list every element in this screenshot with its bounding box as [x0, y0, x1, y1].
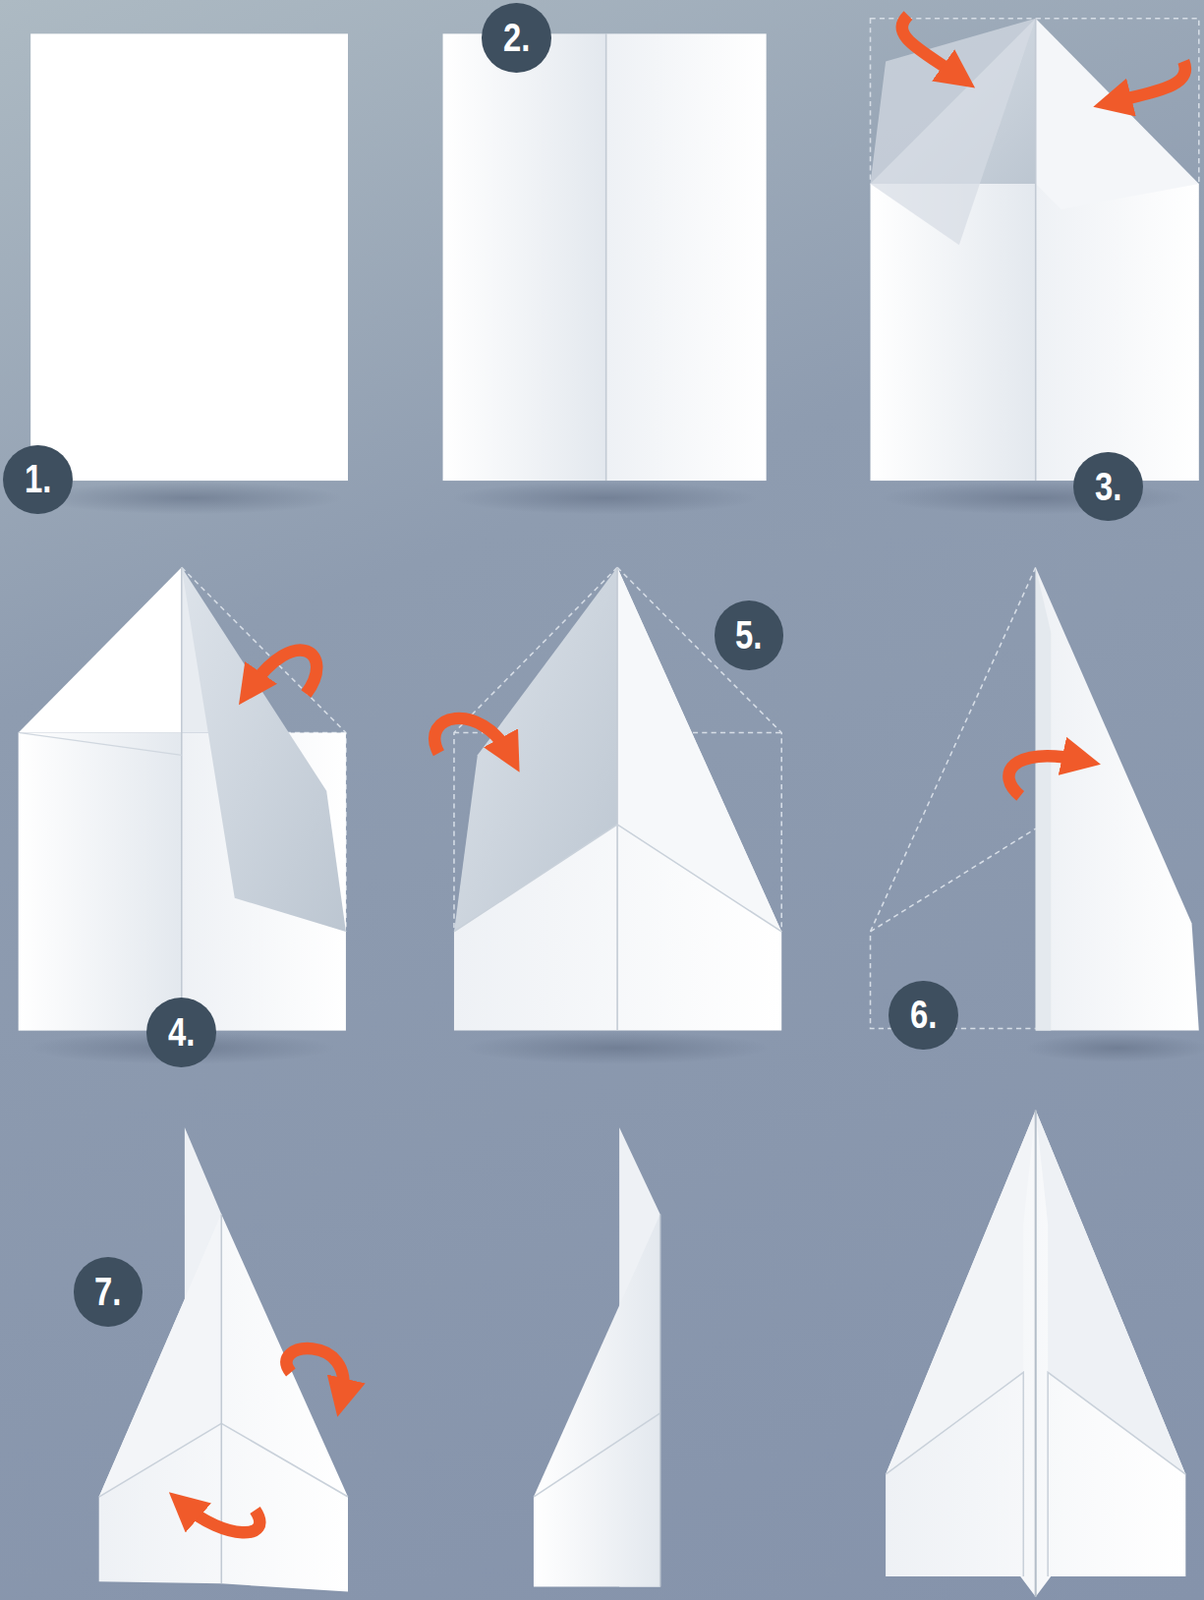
wing-fold — [533, 1127, 661, 1587]
sheet-folded — [443, 33, 767, 481]
step-number: 3. — [1094, 464, 1122, 510]
paper-airplane — [885, 1110, 1186, 1598]
step-badge: 1. — [2, 445, 73, 516]
shadows — [28, 481, 1204, 1065]
step-badge: 6. — [888, 980, 959, 1051]
sheet — [30, 33, 348, 481]
half-fold — [870, 567, 1200, 1031]
step-badge: 3. — [1073, 452, 1144, 522]
step-badge: 7. — [73, 1257, 144, 1327]
step-number: 7. — [94, 1269, 121, 1315]
step-badge: 5. — [714, 600, 785, 671]
step-number: 5. — [735, 613, 762, 658]
edge-fold — [18, 567, 346, 1031]
step-number: 4. — [168, 1010, 195, 1055]
step-badge: 2. — [481, 2, 552, 73]
step-number: 1. — [24, 457, 52, 502]
wing-fold — [99, 1127, 348, 1592]
corner-fold — [870, 15, 1200, 481]
step-number: 2. — [503, 15, 530, 60]
step-number: 6. — [910, 992, 937, 1037]
step-badge: 4. — [146, 997, 217, 1068]
